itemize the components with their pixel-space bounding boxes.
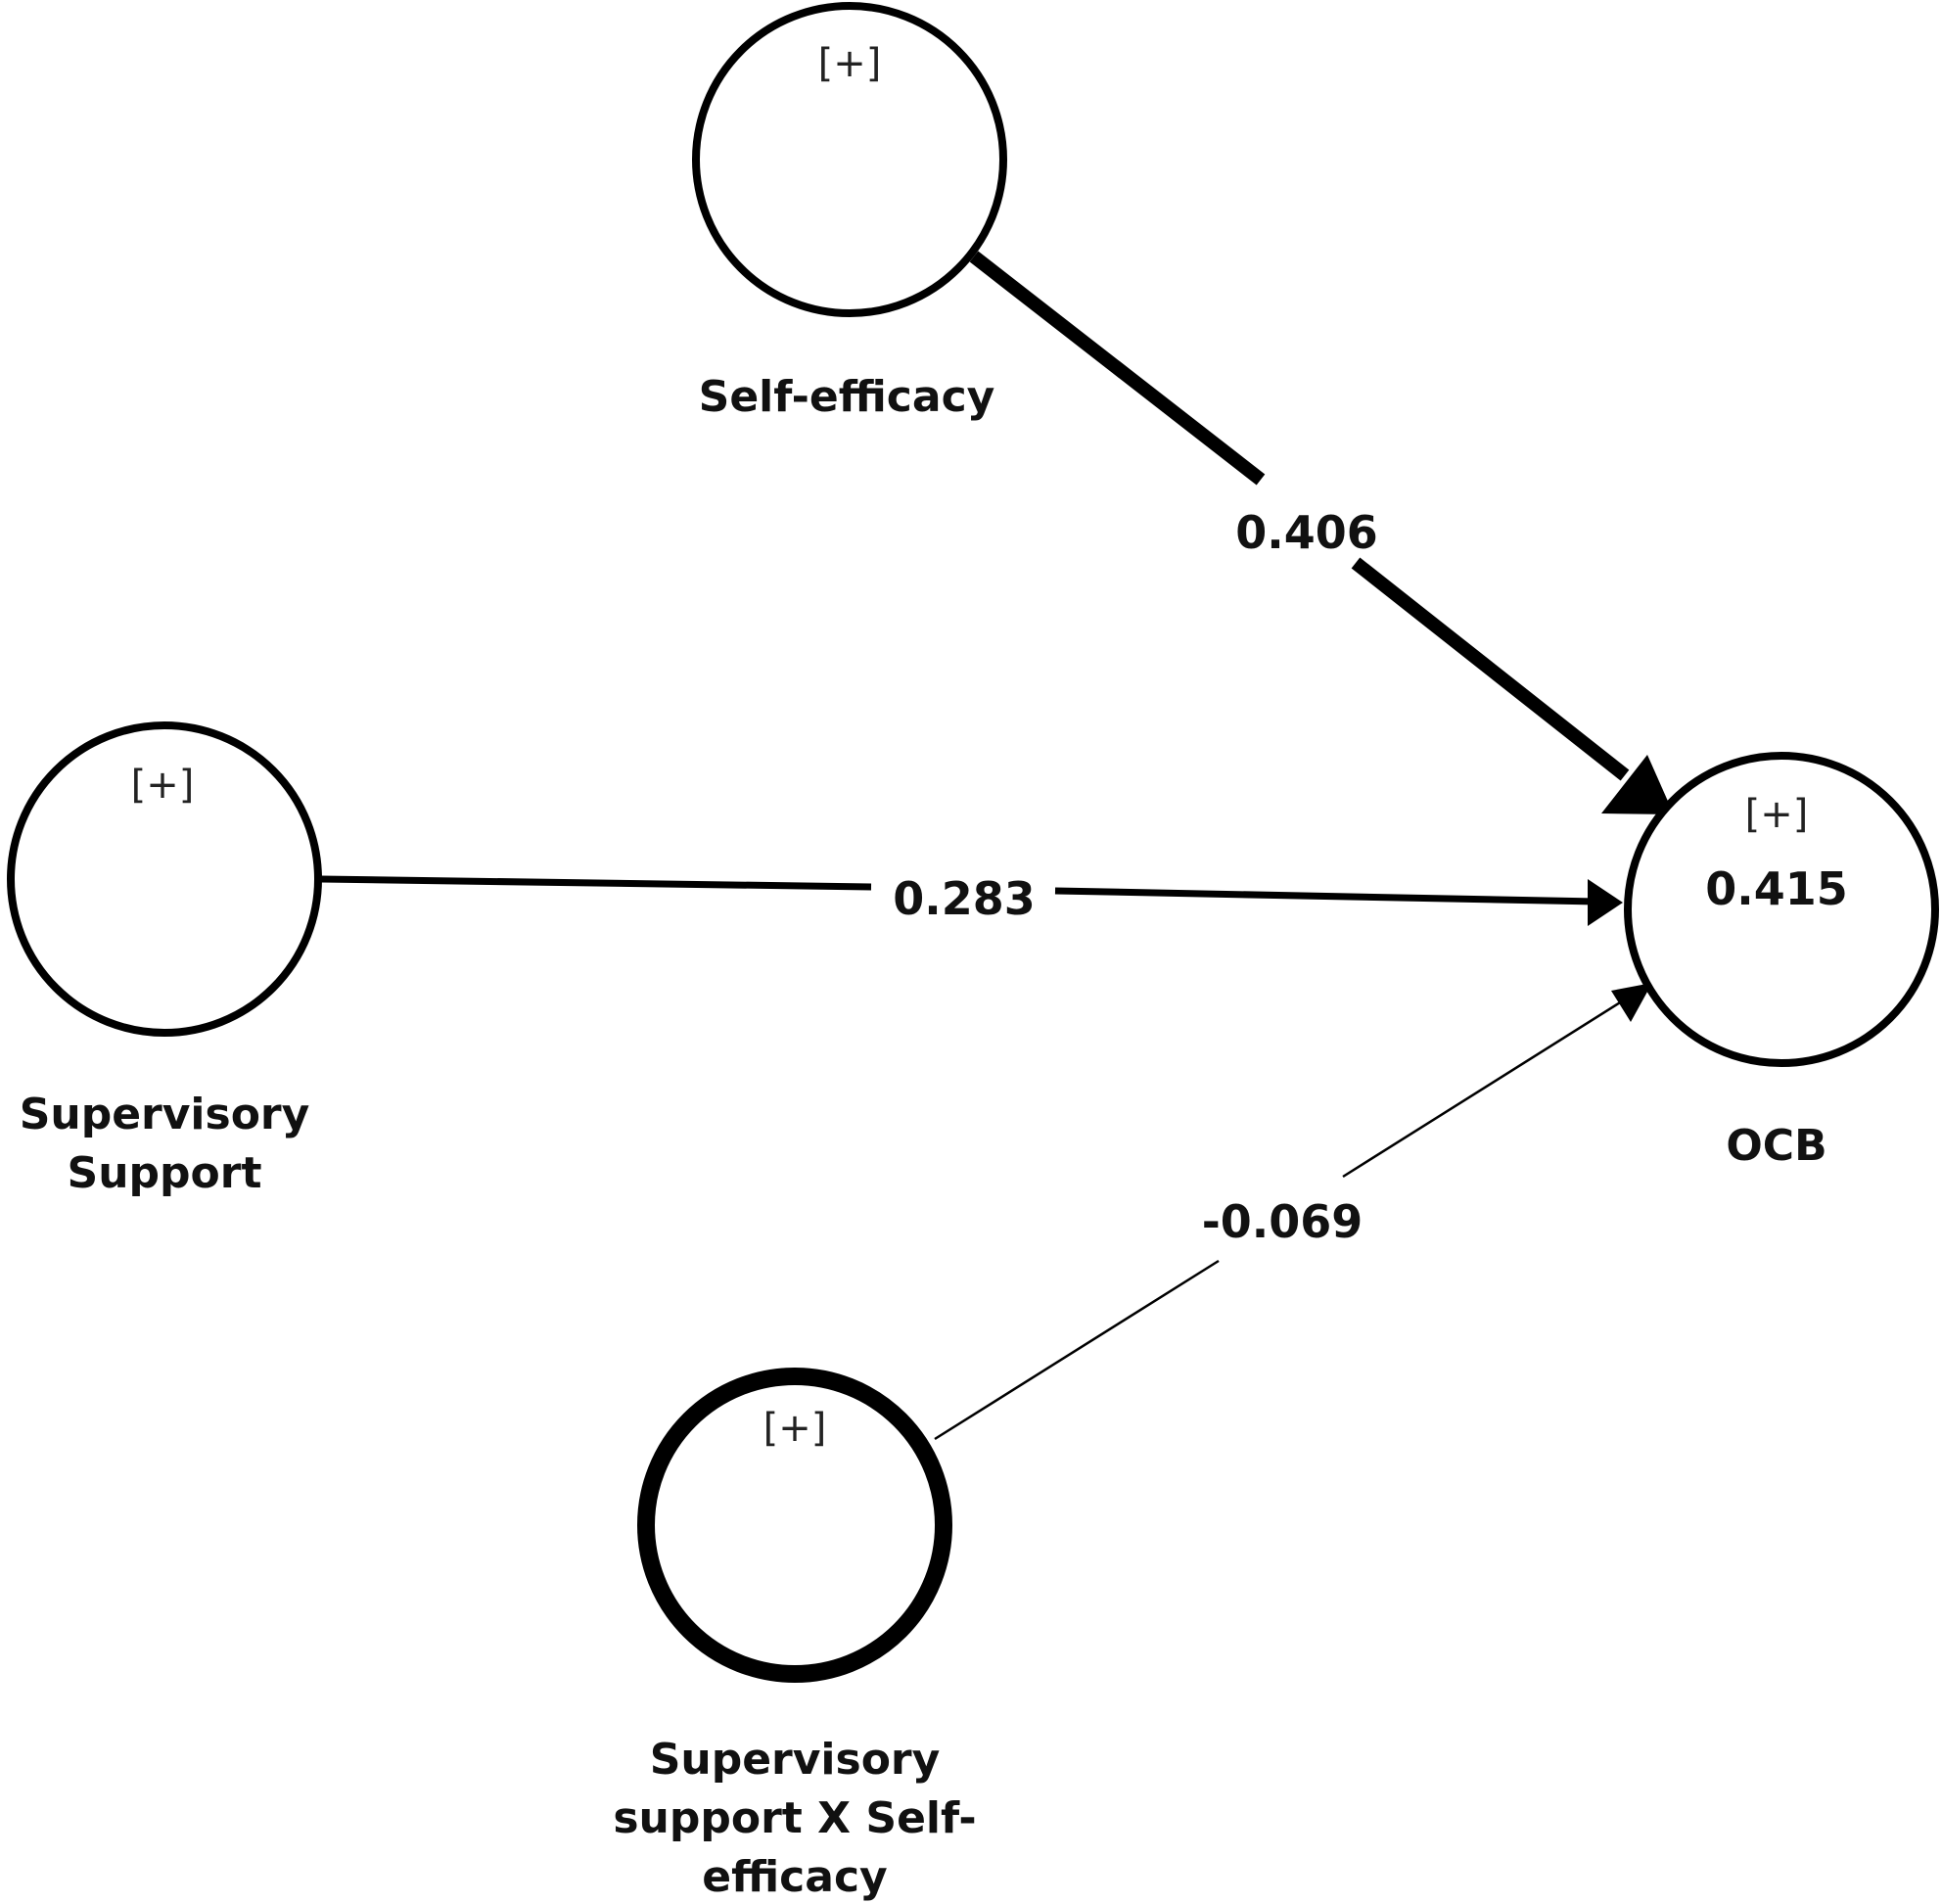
- path-supervisory-support-to-ocb: [320, 875, 1623, 926]
- latent-variable-circle: [7, 721, 322, 1037]
- expand-icon[interactable]: [+]: [818, 41, 882, 86]
- expand-icon[interactable]: [+]: [763, 1406, 827, 1451]
- latent-variable-circle: [1624, 752, 1939, 1067]
- node-label: efficacy: [702, 1852, 887, 1902]
- node-label: support X Self-: [613, 1793, 976, 1843]
- path-interaction-to-ocb: [934, 983, 1652, 1441]
- expand-icon[interactable]: [+]: [1745, 792, 1809, 837]
- path-coefficient-label: -0.069: [1202, 1195, 1363, 1248]
- node-ocb[interactable]: [+] 0.415 OCB: [1624, 752, 1939, 1171]
- arrowhead-icon: [1601, 755, 1674, 814]
- r-squared-value: 0.415: [1705, 862, 1848, 915]
- path-coefficient-label: 0.283: [893, 872, 1036, 925]
- path-coefficient-label: 0.406: [1235, 506, 1378, 559]
- node-self-efficacy[interactable]: [+] Self-efficacy: [692, 2, 1007, 422]
- path-self-efficacy-to-ocb: [969, 251, 1674, 814]
- expand-icon[interactable]: [+]: [131, 763, 195, 808]
- node-label: Self-efficacy: [699, 372, 995, 422]
- node-interaction-term[interactable]: [+] Supervisory support X Self- efficacy: [613, 1368, 977, 1902]
- arrowhead-icon: [1611, 983, 1652, 1022]
- node-label: Supervisory: [650, 1735, 941, 1785]
- node-label: Support: [68, 1148, 262, 1198]
- latent-variable-circle: [637, 1368, 952, 1683]
- latent-variable-circle: [692, 2, 1007, 317]
- node-label: OCB: [1726, 1121, 1826, 1171]
- arrowhead-icon: [1588, 879, 1623, 926]
- node-label: Supervisory: [20, 1090, 310, 1139]
- node-supervisory-support[interactable]: [+] Supervisory Support: [7, 721, 322, 1198]
